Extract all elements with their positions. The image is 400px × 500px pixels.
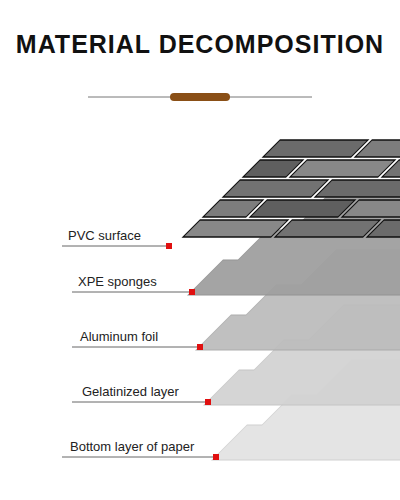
- leader-lines: [62, 246, 214, 457]
- layer-label: Bottom layer of paper: [70, 439, 194, 454]
- layer-label: PVC surface: [68, 228, 141, 243]
- layer-label: Gelatinized layer: [82, 384, 179, 399]
- pvc-brick-surface: [183, 140, 400, 237]
- layer-label: XPE sponges: [78, 274, 157, 289]
- leader-dots: [166, 243, 219, 460]
- xpe-sponge-layer: [188, 195, 400, 295]
- divider-accent: [170, 93, 230, 101]
- diagram-title: MATERIAL DECOMPOSITION: [0, 30, 400, 59]
- layer-label: Aluminum foil: [80, 329, 158, 344]
